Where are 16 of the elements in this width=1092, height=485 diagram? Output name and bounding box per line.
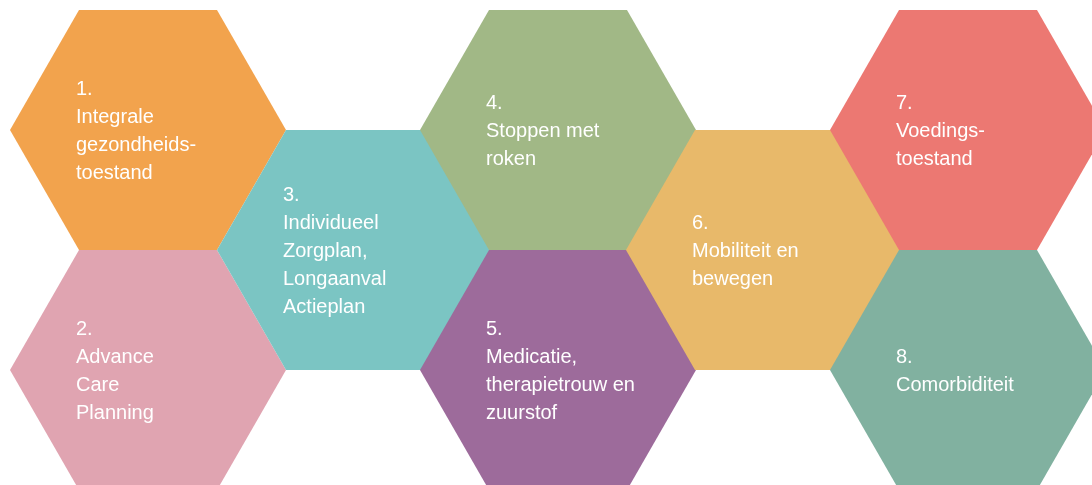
- item-label: Medicatie, therapietrouw en zuurstof: [486, 344, 636, 425]
- item-number: 4.: [486, 90, 504, 115]
- item-label: Mobiliteit en bewegen: [692, 238, 800, 291]
- item-number: 3.: [283, 182, 301, 207]
- item-label: Advance Care Planning: [76, 344, 155, 425]
- item-label: Stoppen met roken: [486, 118, 601, 171]
- item-label: Voedings-toestand: [896, 118, 986, 171]
- item-number: 8.: [896, 344, 914, 369]
- item-number: 7.: [896, 90, 914, 115]
- item-label: Comorbiditeit: [896, 372, 1015, 397]
- item-label: Integrale gezondheids-toestand: [76, 104, 198, 185]
- item-number: 2.: [76, 316, 94, 341]
- item-label: Individueel Zorgplan, Longaanval Actieplan: [283, 210, 388, 319]
- item-number: 1.: [76, 76, 94, 101]
- item-number: 6.: [692, 210, 710, 235]
- item-number: 5.: [486, 316, 504, 341]
